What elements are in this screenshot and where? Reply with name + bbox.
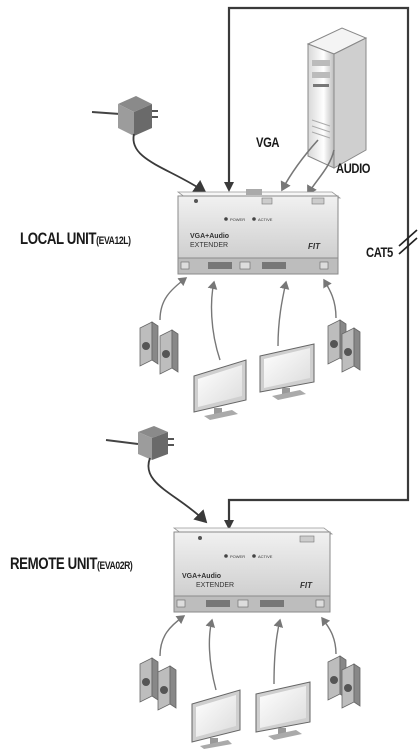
local-monitor-left-icon [193, 359, 247, 420]
remote-unit-model: (EVA02R) [97, 560, 133, 572]
cat5-cable-arrow-remote [224, 520, 234, 530]
remote-left-speakers-icon [139, 657, 177, 711]
remote-monitor-left-icon [191, 689, 241, 749]
local-power-cable [132, 133, 207, 194]
local-speaker-cable-left [159, 277, 188, 321]
cat5-cable-arrow-local [224, 182, 234, 192]
remote-monitor-cable-right [273, 618, 284, 685]
vga-cable [280, 139, 319, 192]
local-unit-model: (EVA12L) [96, 235, 131, 247]
remote-monitor-right-icon [255, 681, 311, 740]
remote-power-cable [147, 457, 208, 524]
local-unit-box [176, 189, 342, 275]
local-unit-label: LOCAL UNIT(EVA12L) [20, 229, 131, 249]
remote-unit-title: REMOTE UNIT [10, 554, 98, 573]
local-unit-title: LOCAL UNIT [20, 229, 97, 248]
remote-speaker-cable-left [159, 615, 186, 657]
computer-tower-icon [306, 27, 368, 169]
remote-monitor-cable-left [205, 618, 217, 691]
remote-box-brand: VGA+Audio [182, 573, 221, 580]
cat5-break-mark [398, 229, 418, 247]
cat5-label: CAT5 [366, 244, 393, 260]
local-box-power-label: POWER [230, 217, 245, 222]
remote-box-product: EXTENDER [196, 582, 234, 589]
local-monitor-right-icon [259, 343, 315, 400]
remote-box-power-label: POWER [230, 554, 245, 559]
remote-speaker-cable-right [321, 616, 337, 655]
remote-right-speakers-icon [327, 655, 361, 709]
local-power-adapter-icon [91, 96, 158, 136]
local-speaker-cable-right [323, 278, 337, 319]
cat5-cable [227, 6, 410, 524]
local-box-brand: VGA+Audio [190, 233, 229, 240]
cat5-break-mark [398, 237, 418, 255]
local-left-speakers-icon [139, 321, 179, 375]
local-box-logo: FIT [308, 242, 321, 251]
audio-cable [307, 149, 335, 196]
local-monitor-cable-right [277, 280, 290, 347]
remote-box-status-label: ACTIVE [258, 554, 273, 559]
remote-unit-label: REMOTE UNIT(EVA02R) [10, 554, 133, 574]
local-right-speakers-icon [327, 319, 361, 373]
local-box-product: EXTENDER [190, 242, 228, 249]
local-box-status-label: ACTIVE [258, 217, 273, 222]
audio-label: AUDIO [336, 160, 371, 176]
remote-box-logo: FIT [300, 581, 313, 590]
remote-unit-box [172, 527, 334, 613]
local-monitor-cable-left [207, 280, 221, 361]
remote-power-adapter-icon [105, 426, 174, 460]
vga-label: VGA [256, 134, 280, 150]
